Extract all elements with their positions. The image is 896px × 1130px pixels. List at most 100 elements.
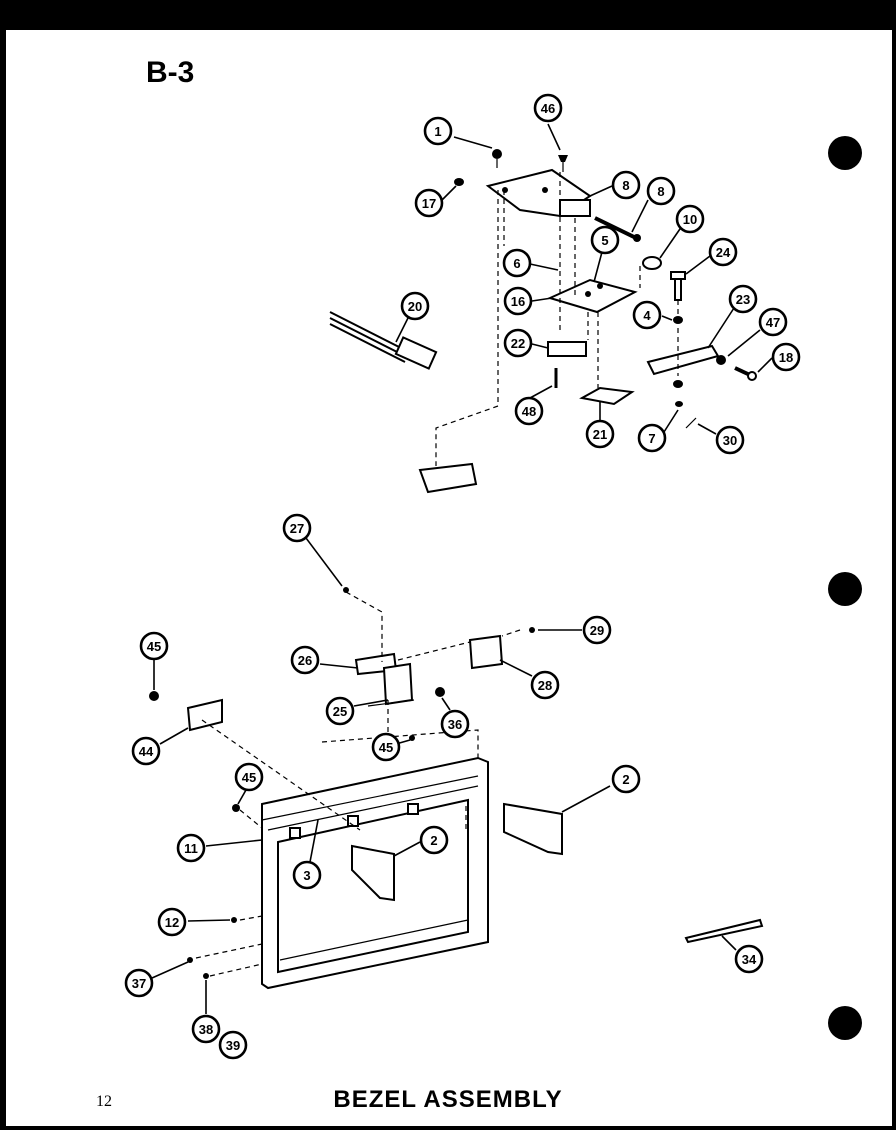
diagram-title: BEZEL ASSEMBLY [333, 1086, 563, 1113]
mount-bracket-part [468, 634, 504, 670]
callout-bubble: 11 [176, 833, 206, 863]
svg-text:11: 11 [184, 841, 198, 856]
callout-bubble: 10 [675, 204, 705, 234]
svg-text:38: 38 [199, 1022, 213, 1037]
svg-text:22: 22 [511, 336, 525, 351]
wire-harness-part [329, 311, 438, 370]
svg-text:48: 48 [522, 404, 536, 419]
callouts: 1 46 17 8 8 10 24 6 5 16 4 23 47 18 20 2… [124, 93, 801, 1060]
svg-text:44: 44 [139, 744, 154, 759]
callout-bubble: 17 [414, 188, 444, 218]
callout-bubble: 16 [503, 286, 533, 316]
svg-text:45: 45 [242, 770, 256, 785]
binder-hole-bottom [828, 1006, 862, 1040]
svg-text:28: 28 [538, 678, 552, 693]
callout-bubble: 37 [124, 968, 154, 998]
svg-text:10: 10 [683, 212, 697, 227]
callout-bubble: 44 [131, 736, 161, 766]
scan-border-top [0, 0, 896, 30]
end-bracket-part [186, 698, 223, 732]
callout-bubble: 2 [419, 825, 449, 855]
mount-bracket-part [382, 662, 414, 706]
svg-text:2: 2 [430, 833, 437, 848]
callout-bubble: 24 [708, 237, 738, 267]
callout-bubble: 5 [590, 225, 620, 255]
callout-bubble: 27 [282, 513, 312, 543]
trim-strip-part [684, 918, 764, 944]
callout-bubble: 46 [533, 93, 563, 123]
svg-text:2: 2 [622, 772, 629, 787]
svg-text:1: 1 [434, 124, 441, 139]
svg-text:25: 25 [333, 704, 347, 719]
callout-bubble: 47 [758, 307, 788, 337]
callout-bubble: 45 [139, 631, 169, 661]
callout-bubble: 26 [290, 645, 320, 675]
callout-bubble: 4 [632, 300, 662, 330]
svg-text:21: 21 [593, 427, 607, 442]
bezel-bracket-part [503, 802, 563, 856]
svg-text:23: 23 [736, 292, 750, 307]
callout-leaders [151, 123, 773, 1014]
callout-bubble: 21 [585, 419, 615, 449]
sheet-code: B-3 [146, 56, 195, 89]
svg-text:29: 29 [590, 623, 604, 638]
binder-hole-top [828, 136, 862, 170]
screw-part [558, 155, 568, 162]
scan-border-right [892, 0, 896, 1130]
svg-text:6: 6 [513, 256, 520, 271]
svg-text:18: 18 [779, 350, 793, 365]
callout-bubble: 7 [637, 423, 667, 453]
svg-text:3: 3 [303, 868, 310, 883]
callout-bubble: 45 [371, 732, 401, 762]
binder-hole-middle [828, 572, 862, 606]
svg-text:34: 34 [742, 952, 757, 967]
callout-bubble: 12 [157, 907, 187, 937]
scan-border-left [0, 0, 6, 1130]
callout-bubble: 18 [771, 342, 801, 372]
scan-border-bottom [0, 1126, 896, 1130]
callout-bubble: 23 [728, 284, 758, 314]
callout-bubble: 36 [440, 709, 470, 739]
callout-bubble: 8 [611, 170, 641, 200]
callout-bubble: 20 [400, 291, 430, 321]
svg-text:8: 8 [622, 178, 629, 193]
lower-bracket-part [418, 462, 478, 494]
bracket-tab-part [559, 199, 591, 217]
svg-text:46: 46 [541, 101, 555, 116]
svg-text:36: 36 [448, 717, 462, 732]
callout-bubble: 6 [502, 248, 532, 278]
bezel-bracket-part [351, 844, 395, 902]
callout-bubble: 38 [191, 1014, 221, 1044]
svg-text:4: 4 [643, 308, 651, 323]
svg-text:45: 45 [379, 740, 393, 755]
svg-text:47: 47 [766, 315, 780, 330]
callout-bubble: 2 [611, 764, 641, 794]
svg-text:24: 24 [716, 245, 731, 260]
svg-text:20: 20 [408, 299, 422, 314]
callout-bubble: 29 [582, 615, 612, 645]
callout-bubble: 8 [646, 176, 676, 206]
callout-bubble: 48 [514, 396, 544, 426]
upper-control-assembly [329, 149, 757, 494]
switch-part [547, 341, 587, 357]
svg-text:27: 27 [290, 521, 304, 536]
svg-text:45: 45 [147, 639, 161, 654]
callout-bubble: 25 [325, 696, 355, 726]
svg-text:16: 16 [511, 294, 525, 309]
callout-bubble: 22 [503, 328, 533, 358]
actuator-bar-part [646, 344, 720, 376]
callout-bubble: 30 [715, 425, 745, 455]
svg-text:8: 8 [657, 184, 664, 199]
svg-text:12: 12 [165, 915, 179, 930]
page-number: 12 [96, 1093, 112, 1110]
svg-text:37: 37 [132, 976, 146, 991]
callout-bubble: 28 [530, 670, 560, 700]
callout-bubble: 1 [423, 116, 453, 146]
svg-text:7: 7 [648, 431, 655, 446]
callout-bubble: 34 [734, 944, 764, 974]
screw-part [492, 149, 502, 159]
svg-text:26: 26 [298, 653, 312, 668]
svg-text:30: 30 [723, 433, 737, 448]
